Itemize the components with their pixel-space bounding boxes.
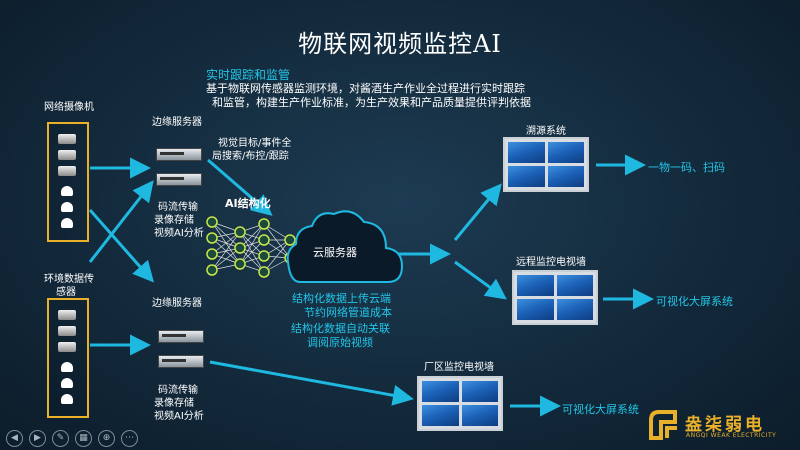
trace-system-label: 溯源系统 xyxy=(526,126,566,137)
camera-label: 网络摄像机 xyxy=(44,102,94,113)
monitor-screen xyxy=(461,381,498,402)
camera-icon xyxy=(58,150,76,160)
sensor-label-2: 感器 xyxy=(56,287,76,298)
cloud-note-3: 结构化数据自动关联 xyxy=(291,322,390,335)
next-slide-button[interactable]: ▶ xyxy=(29,430,46,447)
monitor-screen xyxy=(508,142,545,163)
monitor-screen xyxy=(547,166,584,187)
monitor-screen xyxy=(461,405,498,426)
prev-slide-button[interactable]: ◀ xyxy=(6,430,23,447)
remote-output-label: 可视化大屏系统 xyxy=(656,295,733,308)
arrow-cross-down xyxy=(88,209,154,283)
slides-overview-button[interactable]: ▦ xyxy=(75,430,92,447)
page-title: 物联网视频监控AI xyxy=(298,30,502,58)
cloud-note-2: 节约网络管道成本 xyxy=(304,306,392,319)
monitor-screen xyxy=(422,381,459,402)
edge-top-func-2: 录像存储 xyxy=(154,215,194,226)
intro-line-2: 和监管，构建生产作业标准，为生产效果和产品质量提供评判依据 xyxy=(212,96,531,109)
zoom-button[interactable]: ⊕ xyxy=(98,430,115,447)
monitor-screen xyxy=(547,142,584,163)
server-icon xyxy=(156,148,202,161)
monitor-screen xyxy=(517,275,554,296)
edge-bottom-func-3: 视频AI分析 xyxy=(154,411,204,422)
arrow-edge-to-ai xyxy=(207,158,273,216)
vision-line-2: 局搜索/布控/跟踪 xyxy=(212,151,289,162)
arrow-cross-up xyxy=(88,180,154,263)
dome-camera-icon xyxy=(61,218,73,228)
logo-text: 盎柒弱电 xyxy=(685,415,765,435)
pen-tool-button[interactable]: ✎ xyxy=(52,430,69,447)
camera-icon xyxy=(58,134,76,144)
sensor-label-1: 环境数据传 xyxy=(44,274,94,285)
edge-top-func-1: 码流传输 xyxy=(158,202,198,213)
arrow-edge-to-factory xyxy=(209,360,414,406)
remote-monitor-wall xyxy=(512,270,598,325)
server-icon xyxy=(156,173,202,186)
sensor-dome-icon xyxy=(61,394,73,404)
edge-bottom-func-1: 码流传输 xyxy=(158,385,198,396)
cloud-note-1: 结构化数据上传云端 xyxy=(292,292,391,305)
cloud-note-4: 调阅原始视频 xyxy=(307,336,373,349)
sensor-dome-icon xyxy=(61,362,73,372)
cloud-shape xyxy=(286,210,404,283)
intro-heading: 实时跟踪和监管 xyxy=(206,68,291,82)
intro-line-1: 基于物联网传感器监测环境，对酱酒生产作业全过程进行实时跟踪 xyxy=(206,82,525,95)
sensor-icon xyxy=(58,326,76,336)
factory-output-label: 可视化大屏系统 xyxy=(562,403,639,416)
camera-icon xyxy=(58,166,76,176)
remote-wall-label: 远程监控电视墙 xyxy=(516,257,586,268)
server-icon xyxy=(158,330,204,343)
edge-bottom-func-2: 录像存储 xyxy=(154,398,194,409)
cloud-server-label: 云服务器 xyxy=(313,246,357,259)
sensor-dome-icon xyxy=(61,378,73,388)
more-options-button[interactable]: ⋯ xyxy=(121,430,138,447)
edge-server-bottom-label: 边缘服务器 xyxy=(152,298,202,309)
factory-monitor-wall xyxy=(417,376,503,431)
dome-camera-icon xyxy=(61,202,73,212)
ai-structuring-label: AI结构化 xyxy=(225,197,271,210)
sensor-icon xyxy=(58,310,76,320)
logo-icon xyxy=(649,410,677,440)
camera-box xyxy=(47,122,89,242)
monitor-screen xyxy=(556,299,593,320)
trace-output-label: 一物一码、扫码 xyxy=(648,161,725,174)
factory-wall-label: 厂区监控电视墙 xyxy=(424,362,494,373)
arrow-to-trace xyxy=(453,183,502,241)
monitor-screen xyxy=(508,166,545,187)
monitor-screen xyxy=(556,275,593,296)
sensor-icon xyxy=(58,342,76,352)
logo-subtext: ANGQI WEAK ELECTRICITY xyxy=(686,432,777,439)
edge-top-func-3: 视频AI分析 xyxy=(154,228,204,239)
monitor-screen xyxy=(422,405,459,426)
trace-monitor-wall xyxy=(503,137,589,192)
edge-server-top-label: 边缘服务器 xyxy=(152,117,202,128)
vision-line-1: 视觉目标/事件全 xyxy=(218,138,292,149)
arrow-to-remote xyxy=(454,260,507,300)
server-icon xyxy=(158,355,204,368)
ai-neural-network xyxy=(206,216,296,278)
sensor-box xyxy=(47,298,89,418)
dome-camera-icon xyxy=(61,186,73,196)
monitor-screen xyxy=(517,299,554,320)
